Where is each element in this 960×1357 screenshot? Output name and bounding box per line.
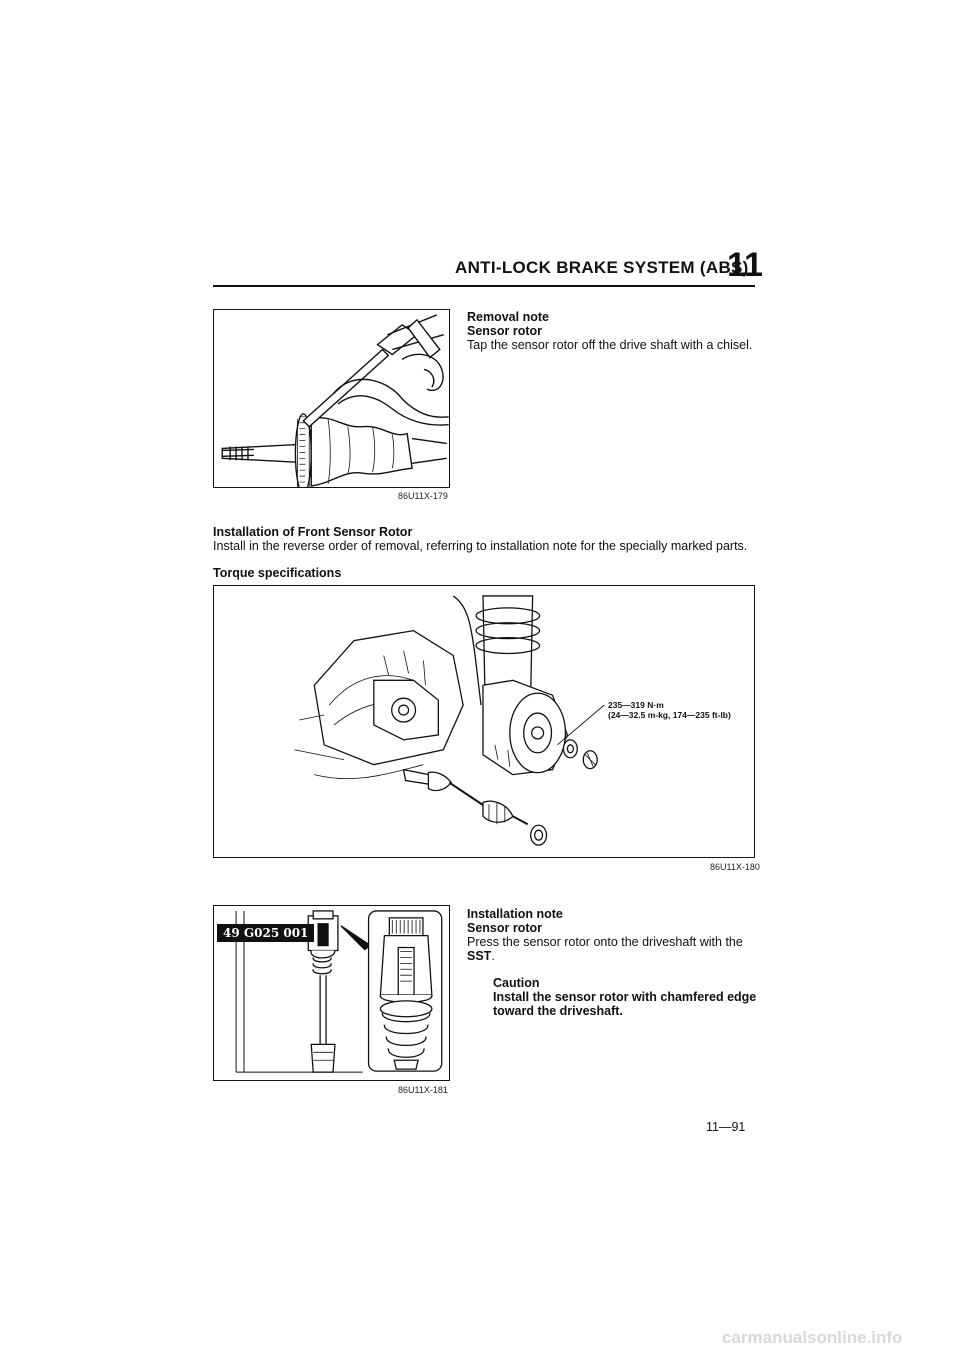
figure-id-180: 86U11X-180 [710, 862, 760, 872]
figure-torque-assembly [213, 585, 755, 858]
driveshaft-assembly-illustration [294, 595, 605, 846]
torque-heading: Torque specifications [213, 566, 342, 580]
sst-abbreviation: SST [467, 949, 492, 963]
figure-id-179: 86U11X-179 [398, 491, 448, 501]
chapter-number: 11 [727, 246, 763, 284]
figure-id-181: 86U11X-181 [398, 1085, 448, 1095]
install-note-text-end: . [491, 949, 495, 963]
figure-chisel-removal [213, 309, 450, 488]
caution-heading: Caution [493, 976, 540, 990]
torque-value-line1: 235—319 N·m [608, 700, 664, 710]
caution-text: Install the sensor rotor with chamfered … [493, 990, 757, 1018]
tool-number-label: 49 G025 001 [217, 924, 315, 942]
installation-text: Install in the reverse order of removal,… [213, 539, 748, 553]
install-note-heading: Installation note [467, 907, 563, 921]
chisel-illustration [221, 314, 449, 487]
sst-illustration [235, 910, 443, 1073]
install-note-text: Press the sensor rotor onto the drivesha… [467, 935, 759, 963]
page-number: 11—91 [706, 1120, 746, 1134]
install-note-text-main: Press the sensor rotor onto the drivesha… [467, 935, 743, 949]
figure-sst-install [213, 905, 450, 1081]
watermark-bar: carmanualsonline.info [0, 1322, 960, 1357]
removal-subheading: Sensor rotor [467, 324, 543, 338]
removal-text: Tap the sensor rotor off the drive shaft… [467, 338, 753, 352]
removal-heading: Removal note [467, 310, 549, 324]
section-title: ANTI-LOCK BRAKE SYSTEM (ABS) [455, 258, 749, 277]
watermark-text: carmanualsonline.info [722, 1328, 903, 1347]
header-rule [213, 285, 755, 287]
installation-heading: Installation of Front Sensor Rotor [213, 525, 413, 539]
install-note-subheading: Sensor rotor [467, 921, 543, 935]
torque-value-line2: (24—32.5 m-kg, 174—235 ft-lb) [608, 710, 731, 720]
